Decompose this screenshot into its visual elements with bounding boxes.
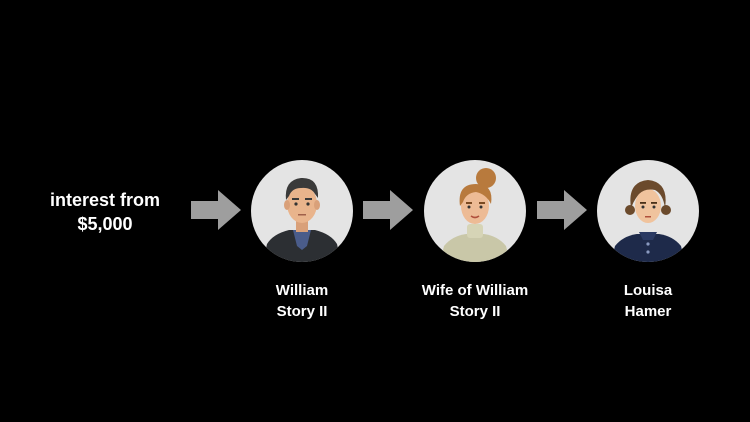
source-label-line1: interest from (49, 190, 161, 210)
person-name-louisa-hamer: Louisa Hamer (568, 280, 728, 322)
young-woman-avatar-icon (597, 160, 699, 262)
person-name-line2: Story II (449, 303, 501, 320)
woman-avatar-icon (424, 160, 526, 262)
person-name-wife-of-william-story: Wife of William Story II (395, 280, 555, 322)
source-label: interest from $5,000 (30, 188, 180, 236)
right-arrow-icon (537, 190, 587, 230)
right-arrow-icon (363, 190, 413, 230)
person-name-line2: Story II (276, 303, 328, 320)
person-name-line1: Louisa (623, 282, 673, 299)
person-name-william-story: William Story II (222, 280, 382, 322)
right-arrow-icon (191, 190, 241, 230)
person-name-line1: Wife of William (421, 282, 529, 299)
man-avatar-icon (251, 160, 353, 262)
person-name-line2: Hamer (624, 303, 672, 320)
person-name-line1: William (275, 282, 329, 299)
source-label-line2: $5,000 (77, 214, 133, 234)
